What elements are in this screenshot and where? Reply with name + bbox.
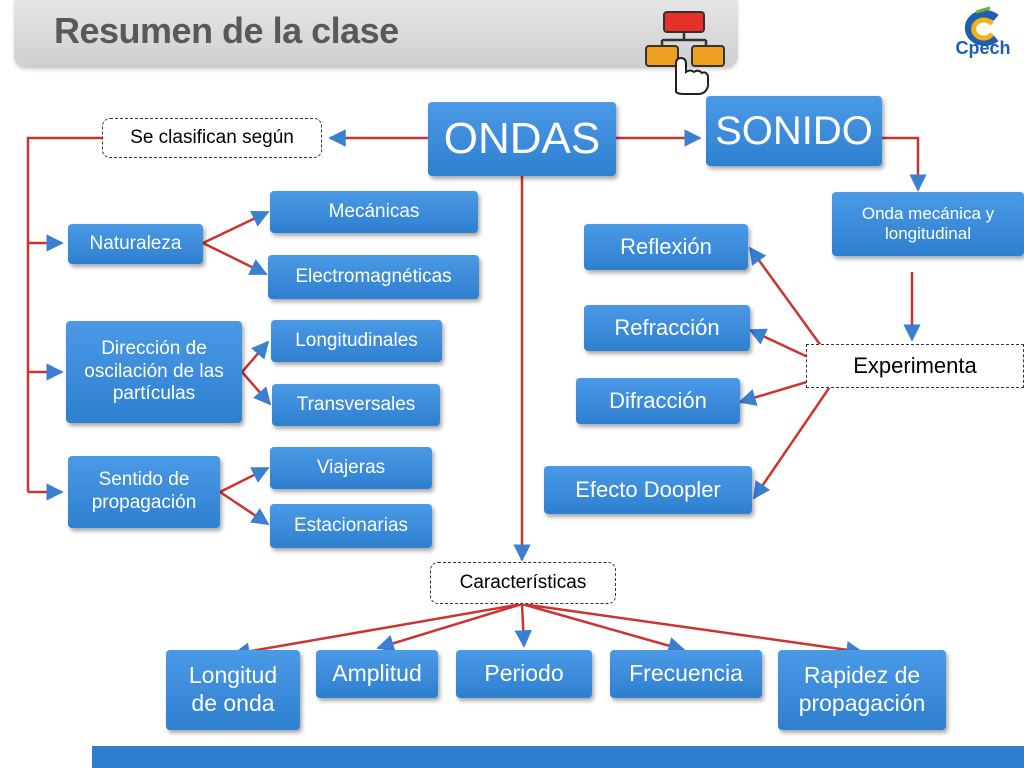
reflexion-node: Reflexión <box>584 224 748 270</box>
doppler-node: Efecto Doopler <box>544 466 752 514</box>
difraccion-node: Difracción <box>576 378 740 424</box>
frecuencia-node: Frecuencia <box>610 650 762 698</box>
onda-mecanica-node: Onda mecánica y longitudinal <box>832 192 1024 256</box>
mecanicas-node: Mecánicas <box>270 191 478 233</box>
periodo-node: Periodo <box>456 650 592 698</box>
hierarchy-click-icon[interactable] <box>640 6 732 96</box>
header-bar <box>14 0 738 68</box>
cpech-logo-icon <box>964 6 999 46</box>
sentido-node: Sentido de propagación <box>68 456 220 528</box>
longitud-node: Longitud de onda <box>166 650 300 730</box>
viajeras-node: Viajeras <box>270 447 432 489</box>
estacionarias-node: Estacionarias <box>270 504 432 548</box>
clasifican-node: Se clasifican según <box>102 118 322 158</box>
logo-text: Cpech <box>955 38 1011 58</box>
experimenta-node: Experimenta <box>806 344 1024 388</box>
amplitud-node: Amplitud <box>316 650 438 698</box>
naturaleza-node: Naturaleza <box>68 224 203 264</box>
direccion-node: Dirección de oscilación de las partícula… <box>66 321 242 423</box>
electromagneticas-node: Electromagnéticas <box>268 255 479 299</box>
sonido-node: SONIDO <box>706 96 882 166</box>
rapidez-node: Rapidez de propagación <box>778 650 946 730</box>
transversales-node: Transversales <box>272 384 440 426</box>
longitudinales-node: Longitudinales <box>271 320 442 362</box>
bottom-strip <box>92 746 1024 768</box>
caracteristicas-node: Características <box>430 562 616 604</box>
refraccion-node: Refracción <box>584 305 750 351</box>
page-title: Resumen de la clase <box>54 10 399 51</box>
ondas-node: ONDAS <box>428 102 616 176</box>
